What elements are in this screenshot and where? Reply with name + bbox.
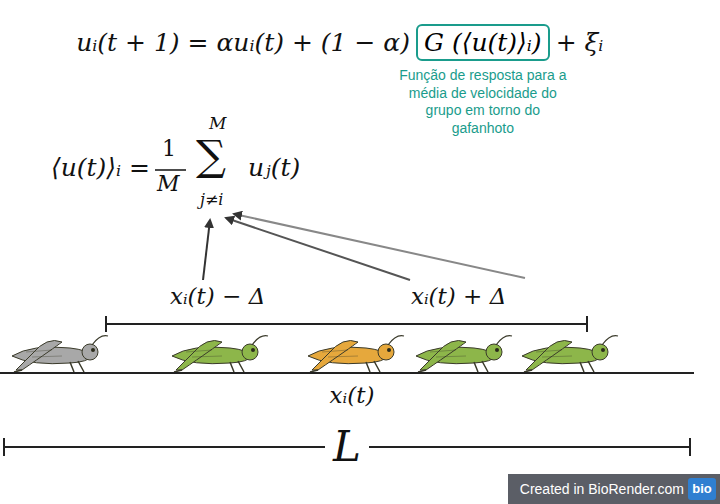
length-label: L	[325, 422, 369, 472]
watermark: Created in BioRender.com	[520, 481, 684, 498]
function-text: G (⟨u(t)⟩ᵢ)	[424, 28, 542, 57]
ground-line	[0, 372, 694, 374]
leader-arrow	[203, 220, 210, 280]
grasshopper	[12, 336, 108, 372]
range-bracket	[106, 316, 587, 332]
grasshopper	[172, 336, 268, 372]
equation: + ξᵢ	[556, 28, 604, 58]
sum-limit: M	[209, 113, 226, 133]
grasshopper	[416, 336, 512, 372]
range-label: xᵢ(t) − Δ	[170, 283, 265, 311]
equation: uᵢ(t + 1) = αuᵢ(t) + (1 − α)	[76, 28, 410, 58]
equation: ⟨u(t)⟩ᵢ =	[51, 153, 150, 183]
fraction-bar	[155, 169, 186, 171]
grasshopper	[522, 336, 618, 372]
leader-arrow	[226, 218, 410, 280]
sum-symbol: ∑	[196, 131, 226, 181]
equation: uⱼ(t)	[248, 153, 300, 183]
grasshopper	[308, 336, 404, 372]
fraction-denominator: M	[157, 171, 180, 197]
watermark-logo-text: bio	[692, 481, 712, 497]
range-label: xᵢ(t) + Δ	[411, 283, 506, 311]
position-label: xᵢ(t)	[330, 382, 375, 410]
leader-arrow	[234, 214, 525, 278]
annotation: Função de resposta para a média de veloc…	[393, 67, 573, 137]
watermark-logo	[688, 478, 716, 500]
fraction-numerator: 1	[162, 136, 176, 162]
response-function-box: G (⟨u(t)⟩ᵢ)	[416, 24, 550, 61]
watermark-bar	[508, 474, 720, 504]
sum-index: j≠i	[200, 190, 223, 209]
